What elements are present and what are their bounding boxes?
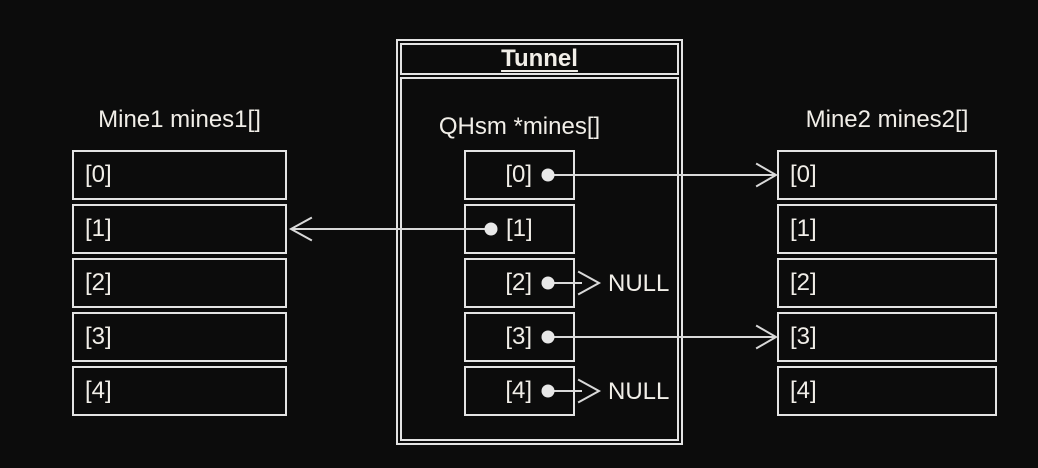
tunnel-title-compartment: Tunnel [400,43,679,75]
mines-cell-4-label: [4] [505,377,532,404]
mine2-cell-0-label: [0] [790,161,817,188]
mine2-cell-3: [3] [777,312,997,362]
tunnel-outer-box [396,39,683,445]
mine2-cell-4-label: [4] [790,377,817,404]
mine1-cell-3: [3] [72,312,287,362]
arrowhead-right-icon-0 [755,162,778,188]
mine1-cell-0-label: [0] [85,161,112,188]
mines-cell-0: [0] [464,150,575,200]
mine1-cell-4: [4] [72,366,287,416]
mines-cell-2: [2] [464,258,575,308]
tunnel-body-compartment [400,77,679,441]
mine2-cell-4: [4] [777,366,997,416]
mine1-cell-2: [2] [72,258,287,308]
arrowhead-right-icon-3 [755,324,778,350]
mines-cell-2-label: [2] [505,269,532,296]
mine1-cell-0: [0] [72,150,287,200]
mines-cell-1-label: [1] [506,215,533,242]
tunnel-array-label: QHsm *mines[] [438,113,601,140]
mine1-title: Mine1 mines1[] [98,106,261,133]
mine2-title: Mine2 mines2[] [805,106,969,133]
mine2-cell-2-label: [2] [790,269,817,296]
mines-cell-0-label: [0] [505,161,532,188]
mine2-cell-2: [2] [777,258,997,308]
mine1-cell-1: [1] [72,204,287,254]
mine1-cell-1-label: [1] [85,215,112,242]
mine1-cell-3-label: [3] [85,323,112,350]
arrowhead-left-icon-1 [288,216,313,242]
mines-cell-3-label: [3] [505,323,532,350]
mine2-cell-1-label: [1] [790,215,817,242]
tunnel-title: Tunnel [501,45,578,72]
mine2-cell-0: [0] [777,150,997,200]
mine2-cell-1: [1] [777,204,997,254]
mine1-cell-2-label: [2] [85,269,112,296]
mine1-cell-4-label: [4] [85,377,112,404]
mines-cell-3: [3] [464,312,575,362]
mine2-cell-3-label: [3] [790,323,817,350]
mines-cell-4: [4] [464,366,575,416]
mines-cell-1: [1] [464,204,575,254]
